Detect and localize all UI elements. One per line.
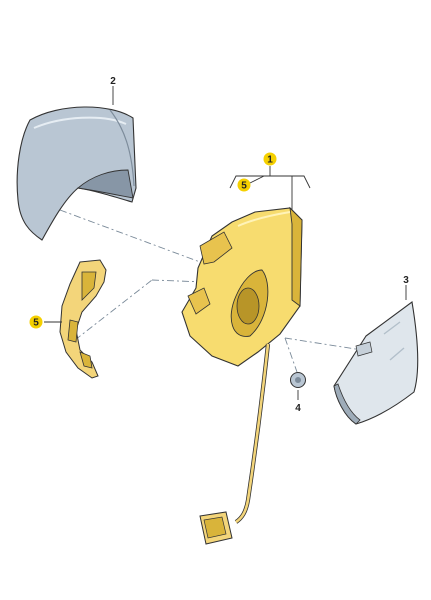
housing-highlight (237, 211, 291, 227)
bracket-clip-top (81, 271, 97, 301)
glass-reflection (383, 321, 405, 361)
callout-1: 1 (267, 155, 273, 166)
mirror-housing-part (181, 206, 303, 367)
dash-line-glass (284, 337, 363, 351)
mounting-bracket-part (59, 259, 107, 379)
housing-mount-block (199, 231, 233, 265)
callout-2: 2 (110, 76, 116, 87)
callout-5-top: 5 (241, 181, 247, 192)
screw-socket (295, 377, 301, 383)
dash-line-screw (284, 337, 298, 373)
callout-5-top-badge (237, 178, 251, 192)
leader-lines (44, 86, 407, 400)
connector-face (203, 516, 227, 539)
screw-part (290, 372, 306, 388)
callout-1-badge (263, 152, 277, 166)
mirror-cover-part (16, 106, 137, 241)
bracket-clip-bottom (79, 351, 93, 369)
cover-edge-shade (109, 109, 135, 187)
dash-line-bracket-2 (151, 279, 206, 283)
bracket-clip-mid (67, 319, 79, 343)
callout-5-left-badge (29, 315, 43, 329)
glass-mount-tab (355, 341, 373, 357)
callout-3: 3 (403, 275, 409, 286)
cover-outer-shell (16, 106, 137, 241)
bracket-body (59, 259, 107, 379)
housing-rim-side (289, 206, 303, 307)
mirror-glass-part (333, 301, 419, 425)
cable-wire (235, 343, 270, 524)
glass-edge (333, 383, 361, 425)
cable-harness-part (199, 343, 271, 545)
dash-line-cover (59, 209, 201, 263)
leader-5-top (249, 175, 265, 184)
housing-motor (236, 287, 260, 325)
housing-mount-foot (187, 287, 211, 315)
dash-line-bracket (74, 279, 153, 341)
cable-outline (234, 343, 271, 524)
cover-inner-lip (76, 169, 134, 199)
callout-badges: 1 5 5 2 3 4 (29, 76, 409, 414)
callout-4: 4 (295, 403, 301, 414)
cover-highlight (33, 116, 127, 129)
callout-5-left: 5 (33, 318, 39, 329)
assembly-lines (59, 209, 363, 373)
